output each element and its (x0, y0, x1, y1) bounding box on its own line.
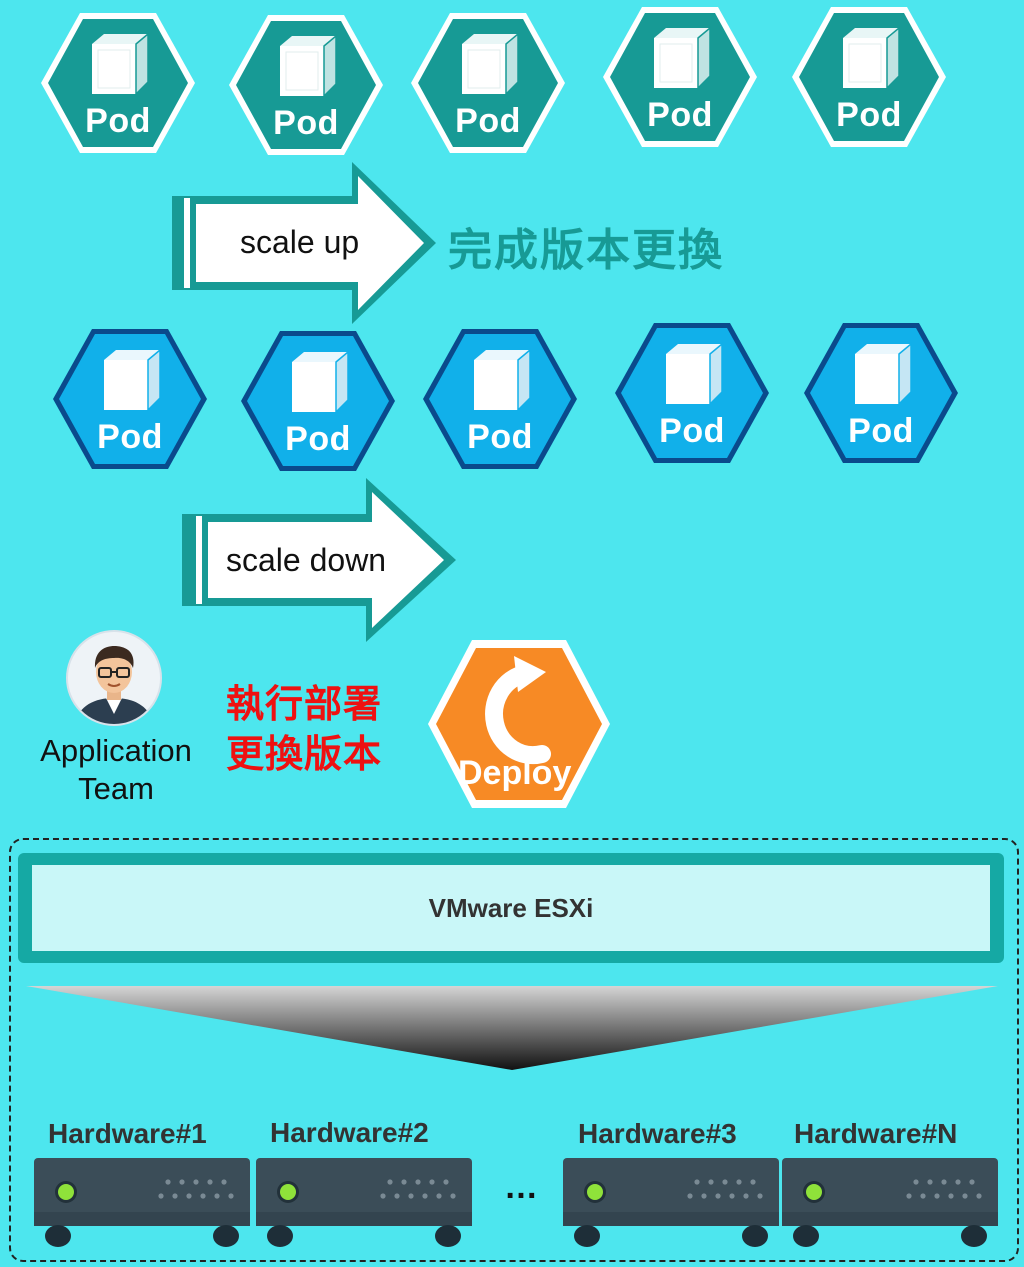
pod-bottom: Pod (801, 320, 961, 466)
pod-label: Pod (97, 418, 163, 456)
pod-bottom: Pod (238, 328, 398, 474)
scale-up-arrow: scale up (168, 158, 448, 328)
hardware-label: Hardware#3 (578, 1118, 737, 1149)
pod-top: Pod (789, 4, 949, 150)
pod-label: Pod (647, 96, 713, 134)
deploy-hexagon: Deploy (424, 636, 614, 812)
deploy-label: Deploy (458, 754, 572, 792)
pod-top: Pod (226, 12, 386, 158)
team-label: Application Team (40, 733, 192, 806)
server-icon (563, 1158, 779, 1247)
server-icon (34, 1158, 250, 1247)
pod-bottom: Pod (50, 326, 210, 472)
pod-label: Pod (848, 412, 914, 450)
pod-top: Pod (408, 10, 568, 156)
hardware-label: Hardware#1 (48, 1118, 207, 1149)
status-caption: 完成版本更換 (448, 226, 724, 275)
pod-top: Pod (600, 4, 760, 150)
rotate-arrow-icon (428, 640, 610, 808)
pod-label: Pod (273, 104, 339, 142)
server-icon (782, 1158, 998, 1247)
pod-label: Pod (85, 102, 151, 140)
esxi-label: VMware ESXi (428, 892, 594, 923)
pod-bottom: Pod (612, 320, 772, 466)
scale-up-label: scale up (240, 224, 360, 260)
right-arrow-icon (182, 478, 456, 642)
pod-bottom: Pod (420, 326, 580, 472)
pod-label: Pod (455, 102, 521, 140)
hardware-label: Hardware#2 (270, 1117, 429, 1148)
ellipsis: … (504, 1168, 538, 1206)
person-avatar-icon (66, 630, 162, 726)
esxi-panel: VMware ESXi (32, 865, 990, 951)
scale-down-label: scale down (226, 542, 387, 578)
scale-down-arrow: scale down (178, 472, 468, 644)
funnel-shape (26, 986, 998, 1070)
server-icon (256, 1158, 472, 1247)
pod-label: Pod (836, 96, 902, 134)
esxi-bar: VMware ESXi (18, 853, 1004, 963)
pod-label: Pod (659, 412, 725, 450)
action-caption: 執行部署 更換版本 (226, 684, 383, 776)
hardware-label: Hardware#N (794, 1118, 958, 1149)
infrastructure-box (9, 838, 1019, 1262)
pod-top: Pod (38, 10, 198, 156)
pod-label: Pod (467, 418, 533, 456)
pod-label: Pod (285, 420, 351, 458)
right-arrow-icon (172, 162, 436, 324)
